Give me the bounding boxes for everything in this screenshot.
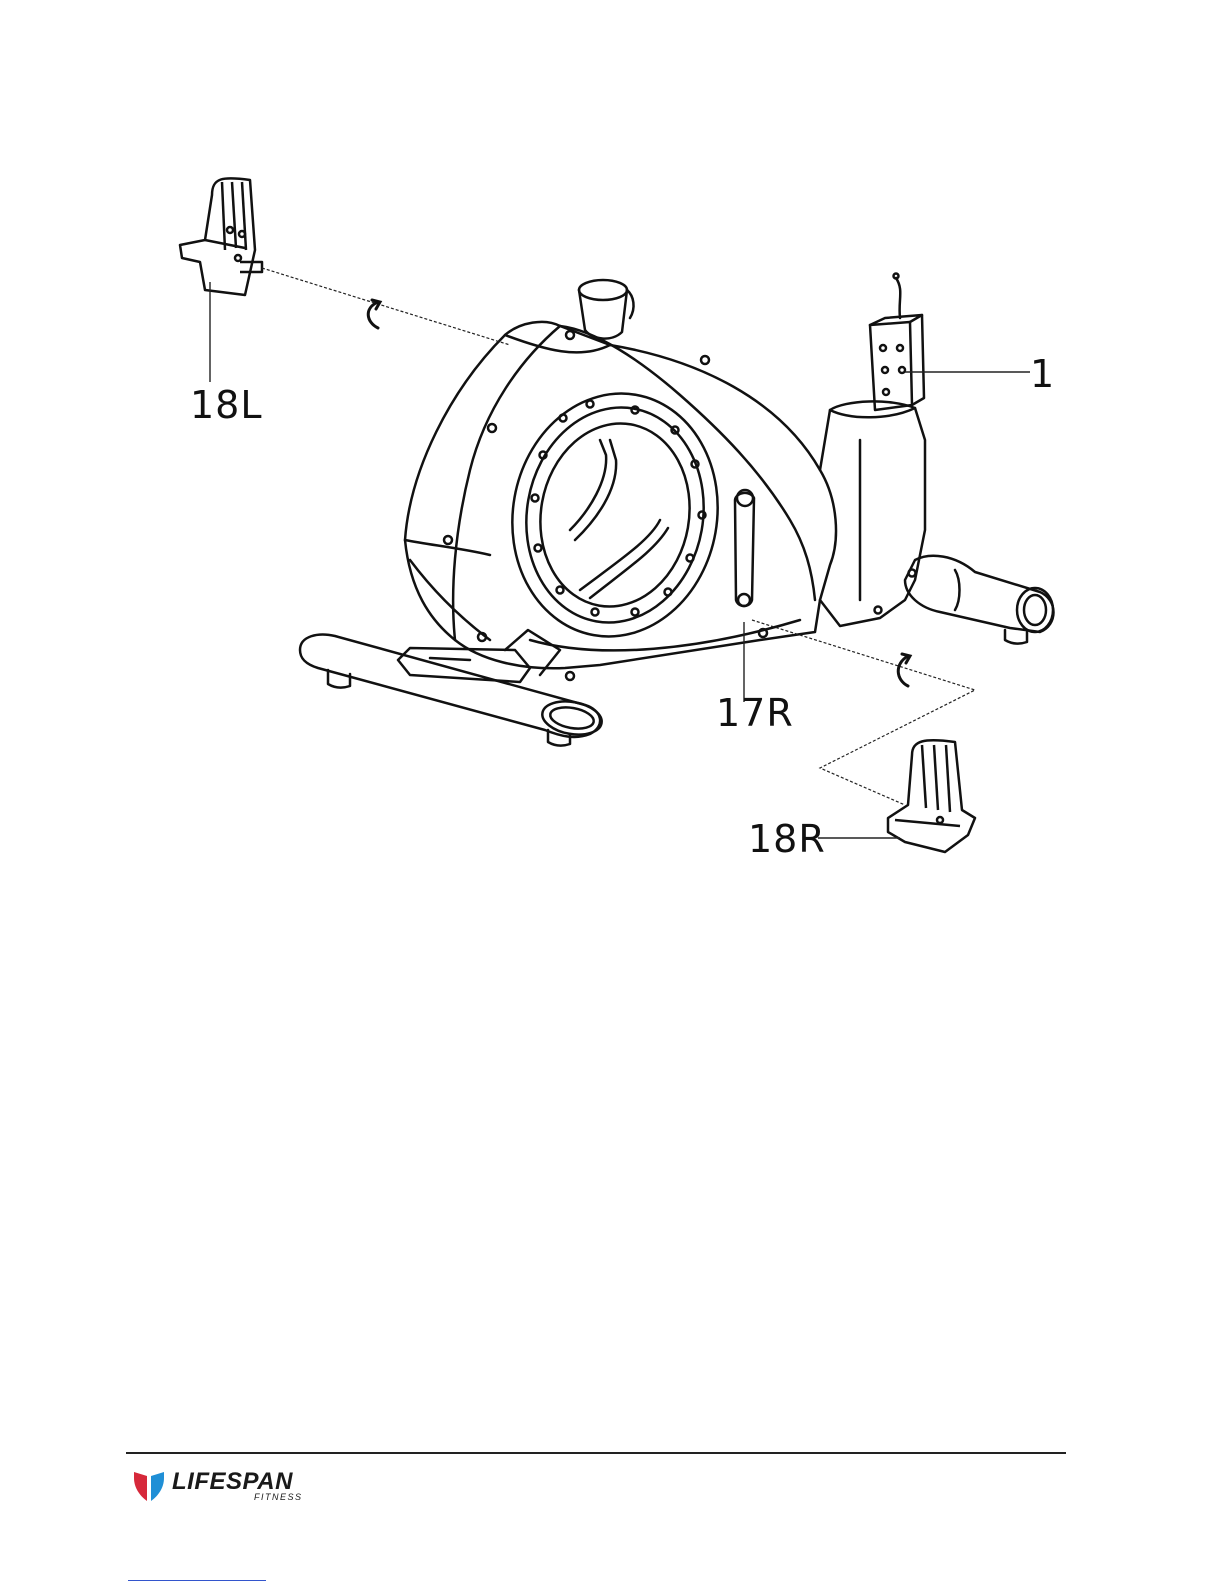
link-underline: [128, 1580, 266, 1581]
brand-subtitle: FITNESS: [254, 1492, 303, 1502]
front-stabilizer: [905, 556, 1054, 644]
handlebar-socket: [579, 280, 634, 339]
lifespan-heart-shield-icon: [132, 1468, 166, 1504]
footer-rule: [126, 1452, 1066, 1454]
part-label-18R: 18R: [748, 820, 826, 858]
crank-arm-17R: [735, 490, 754, 606]
brand-logo: LIFESPAN FITNESS: [132, 1468, 302, 1508]
flywheel-cover: [493, 377, 736, 653]
part-label-18L: 18L: [190, 386, 263, 424]
upright-tube-1: [870, 274, 924, 411]
pedal-18R: [888, 740, 975, 852]
part-label-17R: 17R: [716, 694, 794, 732]
rotation-arrow-icon: [368, 300, 380, 328]
pedal-18L: [180, 178, 262, 295]
part-label-1: 1: [1030, 355, 1055, 393]
rotation-arrow-icon: [898, 654, 910, 686]
